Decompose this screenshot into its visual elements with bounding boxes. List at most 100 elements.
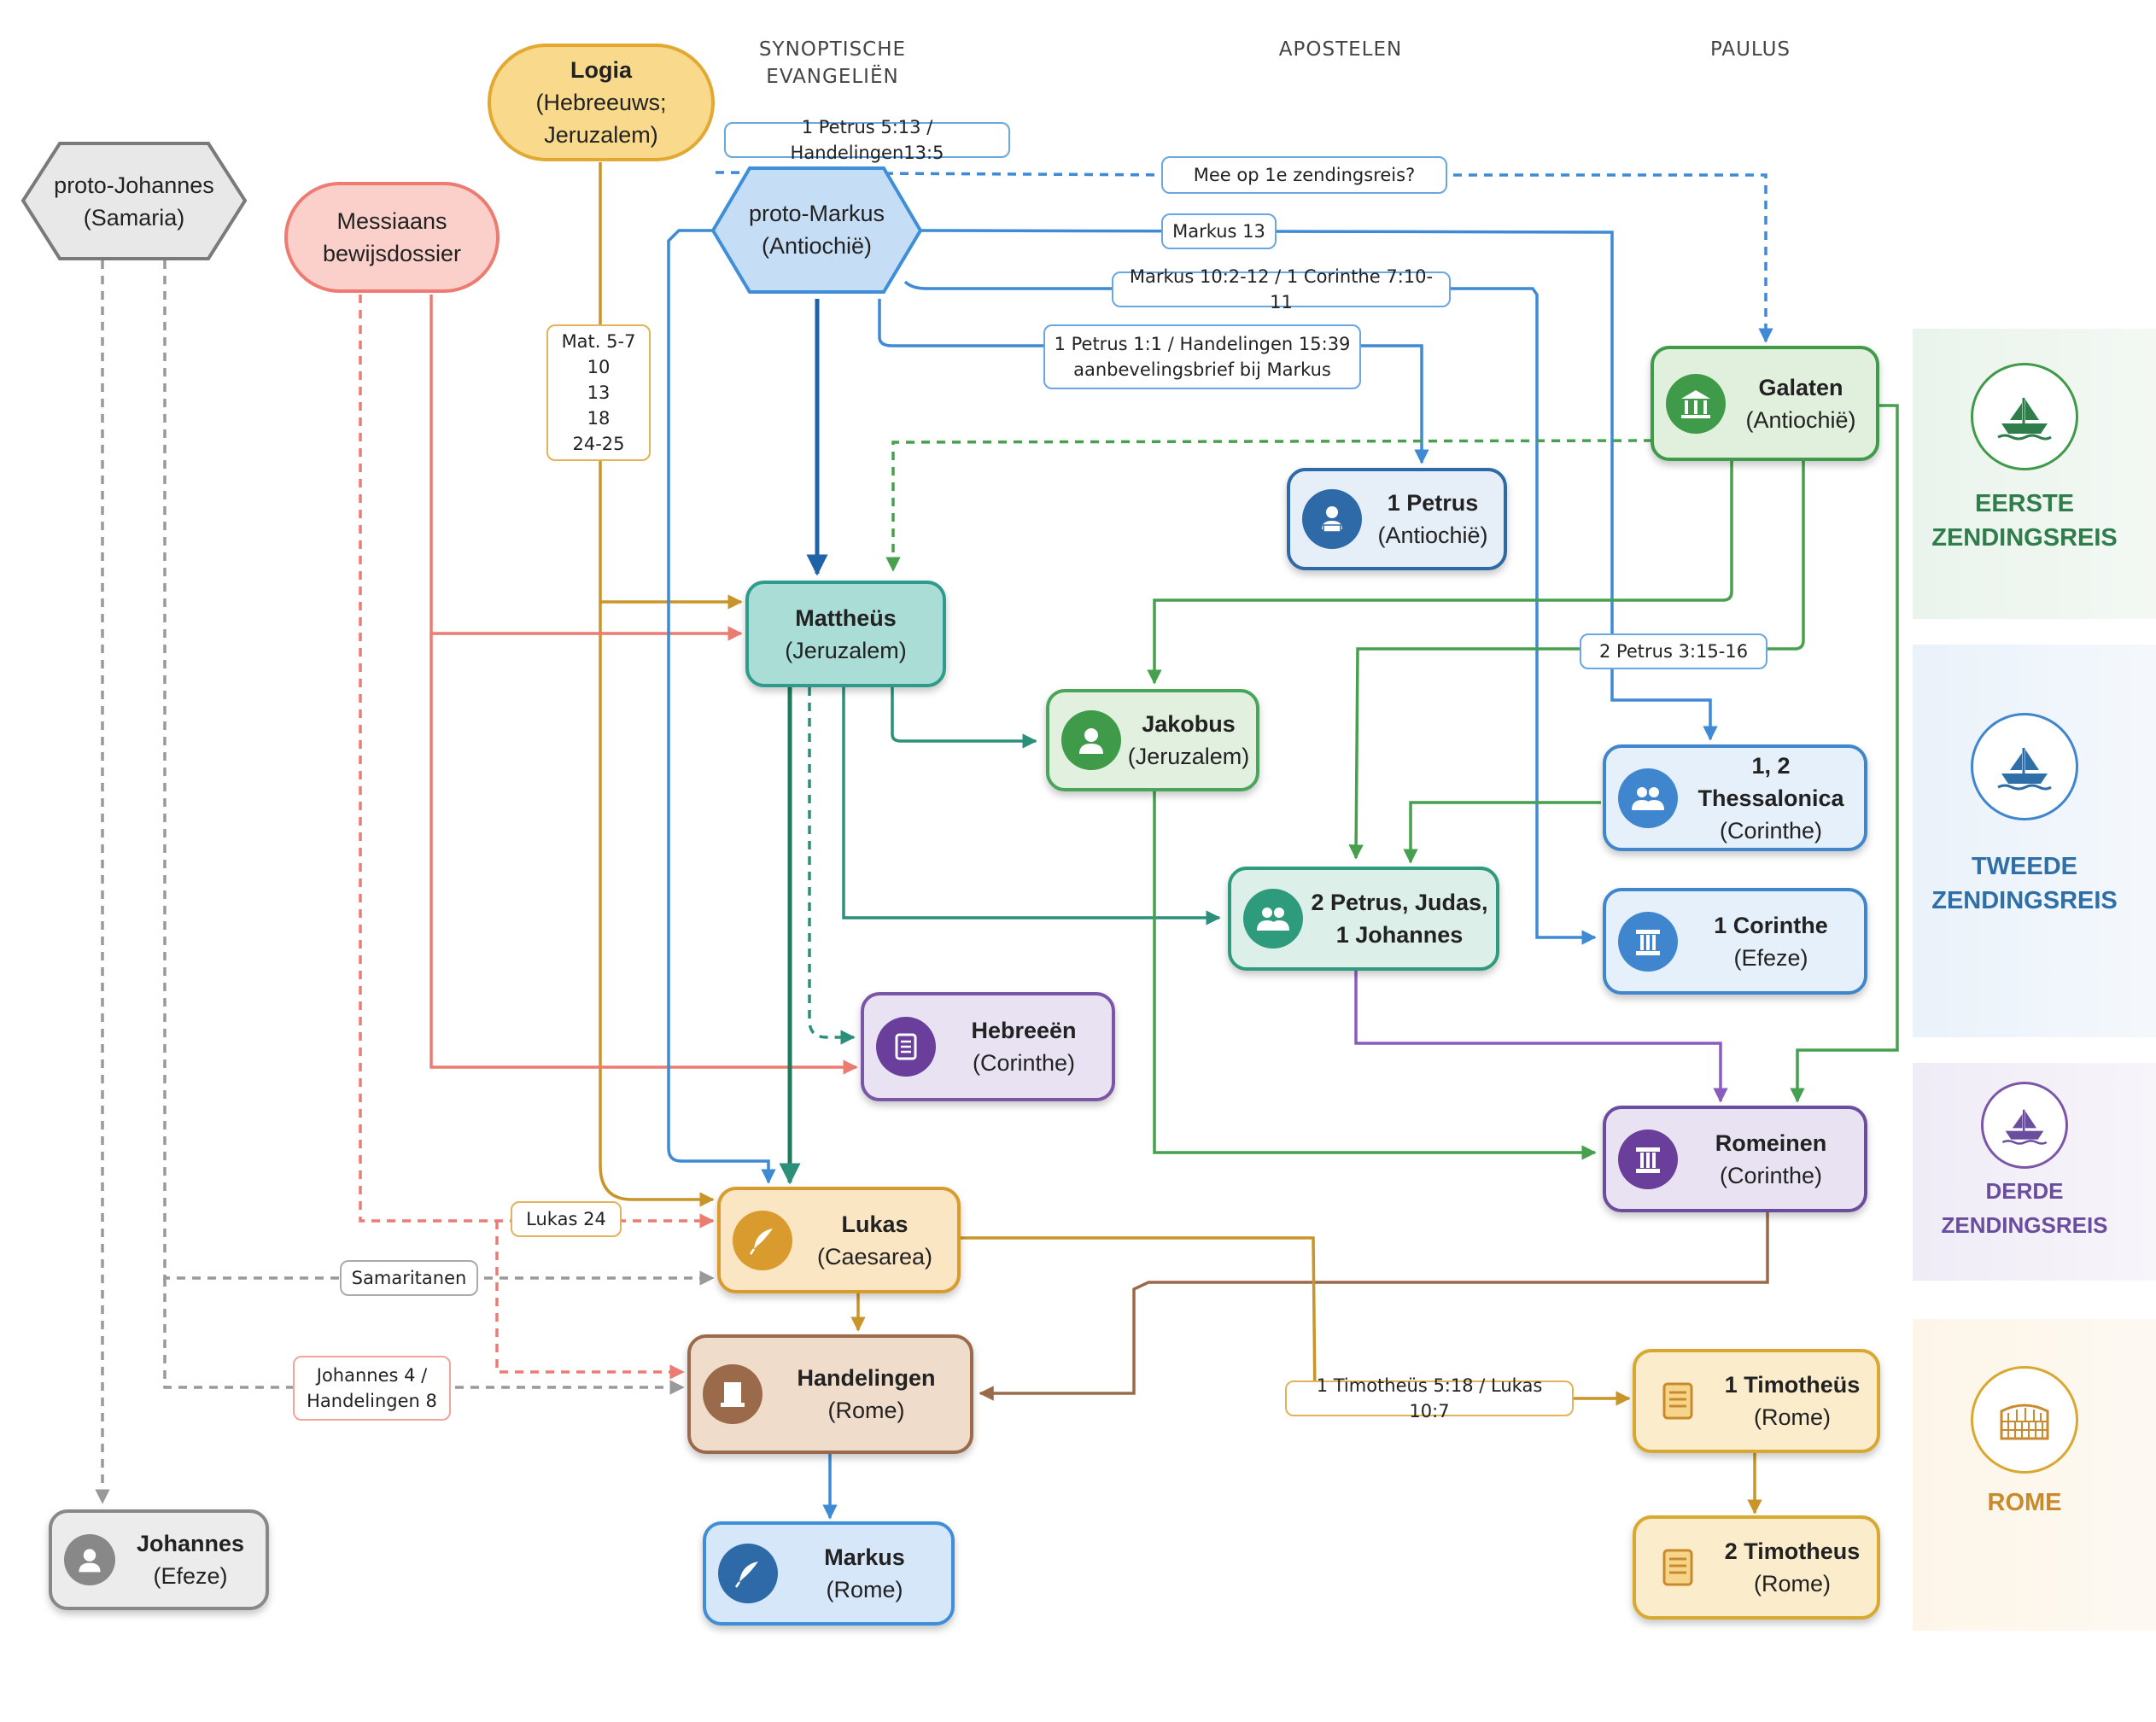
book-icon (703, 1364, 762, 1424)
label-line: 18 (587, 408, 611, 429)
label-johannes4: Johannes 4 / Handelingen 8 (293, 1356, 451, 1421)
node-sub: (Antiochië) (1745, 406, 1856, 433)
label-line: 10 (587, 357, 611, 377)
node-jakobus[interactable]: Jakobus (Jeruzalem) (1046, 689, 1259, 791)
node-thessalonica[interactable]: 1, 2 Thessalonica (Corinthe) (1603, 744, 1867, 851)
proto-markus-text: proto-Markus (Antiochië) (709, 164, 925, 295)
node-title: 1, 2 Thessalonica (1697, 752, 1844, 811)
label-line: Johannes 4 / (316, 1365, 428, 1386)
node-title: 1 Petrus (1387, 490, 1479, 516)
label-timotheus-lukas: 1 Timotheüs 5:18 / Lukas 10:7 (1285, 1375, 1574, 1421)
node-title: 1 Corinthe (1714, 912, 1828, 938)
scroll-icon (1648, 1538, 1708, 1597)
band-label: DERDE ZENDINGSREIS (1941, 1178, 2108, 1238)
proto-johannes-text: proto-Johannes (Samaria) (19, 139, 249, 263)
node-sub: (Efeze) (153, 1563, 228, 1589)
node-sub: (Antiochië) (761, 233, 873, 259)
band-rome: ROME (1913, 1319, 2156, 1631)
node-hebreeen[interactable]: Hebreeën (Corinthe) (861, 992, 1115, 1101)
node-johannes[interactable]: Johannes (Efeze) (49, 1509, 269, 1610)
label-zendingsreis: Mee op 1e zendingsreis? (1161, 156, 1447, 194)
node-2-petrus-judas[interactable]: 2 Petrus, Judas, 1 Johannes (1228, 867, 1499, 971)
label-lukas24: Lukas 24 (511, 1201, 622, 1237)
node-sub: (Corinthe) (1719, 1162, 1823, 1188)
node-sub: 1 Johannes (1335, 922, 1464, 948)
node-title: Lukas (841, 1211, 909, 1237)
node-title: Hebreeën (971, 1018, 1077, 1043)
label-line: aanbevelingsbrief bij Markus (1073, 359, 1331, 380)
ship-icon (1971, 363, 2078, 470)
column-icon (1618, 1129, 1678, 1189)
band-eerste-zendingsreis: EERSTE ZENDINGSREIS (1913, 329, 2156, 619)
temple-icon (1666, 373, 1726, 434)
column-icon (1618, 911, 1678, 972)
node-title: Markus (824, 1544, 905, 1570)
node-title: Jakobus (1142, 711, 1236, 737)
node-galaten[interactable]: Galaten (Antiochië) (1651, 346, 1879, 461)
group-icon (1243, 889, 1303, 949)
node-sub: (Corinthe) (972, 1050, 1076, 1076)
node-sub: (Samaria) (83, 204, 185, 231)
column-header-apostles: APOSTELEN (1278, 38, 1403, 61)
label-mattheus-chapters: Mat. 5-7 10 13 18 24-25 (546, 324, 651, 461)
node-title: Messiaans (336, 208, 447, 234)
label-line: 13 (587, 382, 611, 403)
node-lukas[interactable]: Lukas (Caesarea) (717, 1187, 961, 1293)
node-title: Handelingen (797, 1365, 936, 1391)
node-mattheus[interactable]: Mattheüs(Jeruzalem) (745, 581, 946, 687)
node-sub: (Jeruzalem) (1127, 744, 1250, 769)
proto-markus-node[interactable] (709, 164, 926, 299)
node-sub: (Rome) (826, 1577, 903, 1602)
label-line: 1 Petrus 1:1 / Handelingen 15:39 (1054, 334, 1351, 354)
messiaans-text: Messiaans bewijsdossier (282, 179, 502, 295)
ship-icon (1971, 713, 2078, 820)
node-title: Galaten (1758, 374, 1843, 400)
label-petrus-handelingen: 1 Petrus 5:13 / Handelingen13:5 (724, 117, 1010, 163)
node-1-petrus[interactable]: 1 Petrus (Antiochië) (1287, 468, 1507, 570)
band-tweede-zendingsreis: TWEEDE ZENDINGSREIS (1913, 645, 2156, 1037)
node-sub: (Jeruzalem) (785, 637, 907, 663)
node-sub: (Hebreeuws; Jeruzalem) (535, 90, 667, 148)
node-title: Logia (570, 57, 632, 83)
node-handelingen[interactable]: Handelingen (Rome) (687, 1334, 973, 1454)
band-label: TWEEDE ZENDINGSREIS (1931, 853, 2118, 914)
node-sub: (Caesarea) (816, 1243, 933, 1270)
label-aanbevelingsbrief: 1 Petrus 1:1 / Handelingen 15:39 aanbeve… (1043, 324, 1361, 389)
node-title: 2 Timotheus (1724, 1538, 1861, 1564)
scroll-icon (1648, 1371, 1708, 1431)
person-icon (64, 1534, 115, 1585)
scroll-icon (876, 1017, 936, 1077)
node-title: Johannes (136, 1531, 245, 1556)
label-line: 24-25 (572, 434, 625, 454)
node-1-timotheus[interactable]: 1 Timotheüs(Rome) (1633, 1349, 1880, 1453)
ship-icon (1981, 1082, 2068, 1169)
node-title: 2 Petrus, Judas, (1311, 890, 1488, 915)
proto-johannes-node[interactable] (19, 139, 251, 266)
node-sub: (Corinthe) (1719, 817, 1823, 843)
node-sub: (Rome) (827, 1398, 905, 1423)
logia-text: Logia (Hebreeuws; Jeruzalem) (485, 41, 717, 164)
node-sub: (Antiochië) (1377, 522, 1488, 548)
node-title: 1 Timotheüs (1724, 1372, 1861, 1398)
column-header-paul: PAULUS (1709, 38, 1791, 61)
node-sub: (Rome) (1753, 1571, 1831, 1596)
quill-icon (718, 1544, 778, 1603)
column-header-synoptic: SYNOPTISCHE EVANGELIËN (758, 38, 907, 88)
node-2-timotheus[interactable]: 2 Timotheus (Rome) (1633, 1515, 1880, 1620)
node-markus[interactable]: Markus (Rome) (703, 1521, 955, 1626)
reader-icon (1302, 489, 1362, 549)
node-title: proto-Markus (748, 201, 885, 226)
node-romeinen[interactable]: Romeinen(Corinthe) (1603, 1106, 1867, 1212)
node-1-corinthe[interactable]: 1 Corinthe (Efeze) (1603, 888, 1867, 995)
label-samaritanen: Samaritanen (340, 1260, 478, 1296)
colosseum-icon (1971, 1366, 2078, 1474)
band-label: EERSTE ZENDINGSREIS (1931, 490, 2118, 552)
label-line: Handelingen 8 (307, 1391, 437, 1411)
logia-node[interactable] (485, 41, 720, 167)
label-markus13: Markus 13 (1161, 213, 1277, 249)
band-derde-zendingsreis: DERDE ZENDINGSREIS (1913, 1063, 2156, 1281)
node-sub: (Efeze) (1733, 944, 1808, 971)
label-2-petrus-315: 2 Petrus 3:15-16 (1580, 633, 1767, 669)
messiaans-node[interactable] (282, 179, 504, 299)
